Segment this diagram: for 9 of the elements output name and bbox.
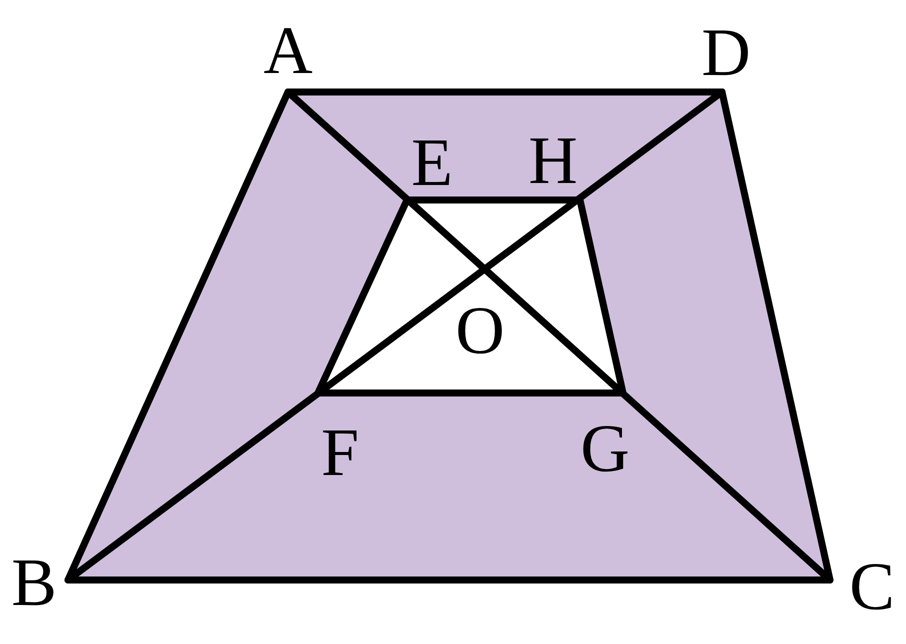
- point-label: D: [701, 18, 751, 86]
- point-label: F: [321, 418, 359, 486]
- point-label: C: [849, 552, 895, 620]
- point-label: H: [528, 126, 578, 194]
- point-label: E: [411, 128, 453, 196]
- point-label: A: [263, 16, 313, 84]
- point-label: G: [580, 414, 630, 482]
- point-label: O: [455, 296, 505, 364]
- point-label: B: [11, 548, 57, 616]
